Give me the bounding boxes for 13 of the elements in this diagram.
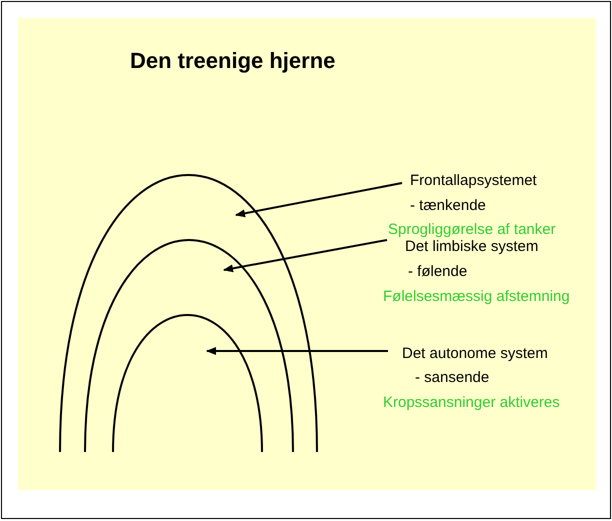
system-name: Det limbiske system (405, 238, 538, 256)
function-label: - følende (408, 263, 468, 281)
leader-arrow (223, 239, 388, 272)
system-name: Frontallapsystemet (410, 172, 537, 190)
system-name: Det autonome system (402, 345, 548, 363)
description-text: Sprogliggørelse af tanker (388, 221, 556, 239)
function-label: - sansende (415, 369, 490, 387)
title: Den treenige hjerne (130, 48, 336, 74)
leader-arrow (206, 347, 388, 355)
description-text: Følelsesmæssig afstemning (383, 288, 570, 306)
leader-arrow (235, 182, 402, 218)
description-text: Kropssansninger aktiveres (383, 394, 560, 412)
function-label: - tænkende (410, 197, 486, 215)
